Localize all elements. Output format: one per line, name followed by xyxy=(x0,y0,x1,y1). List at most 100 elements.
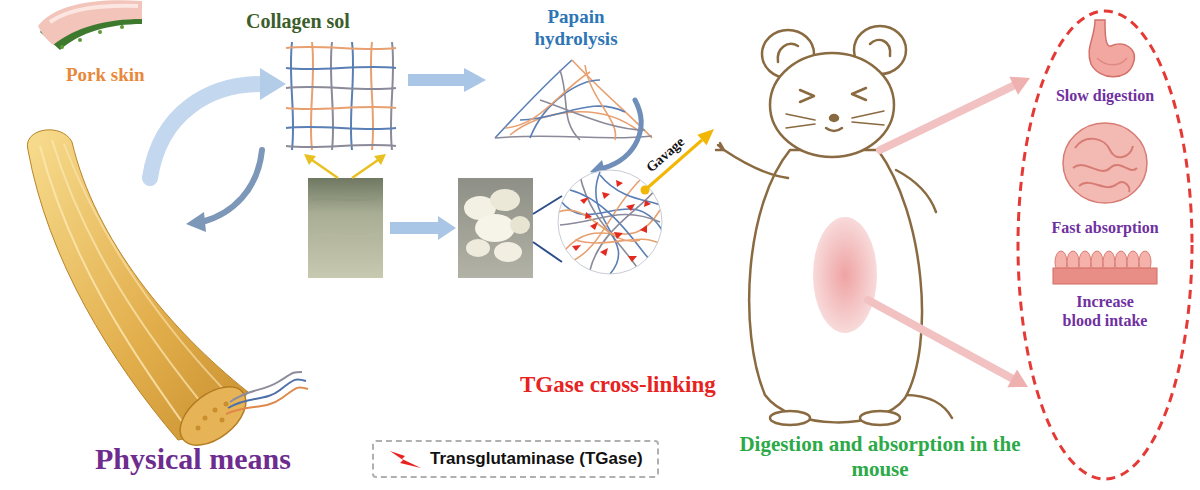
mouse-drawing xyxy=(724,150,788,178)
collagen-mesh xyxy=(331,42,333,150)
collagen-mesh xyxy=(286,42,396,150)
collagen-mesh xyxy=(286,127,396,129)
sample-photo xyxy=(494,242,522,262)
sample-photo xyxy=(308,178,383,278)
outcome-ellipse: Slow digestionFast absorptionIncrease bl… xyxy=(1015,8,1195,482)
process-arrow xyxy=(150,84,262,178)
crosslinked-network xyxy=(575,239,662,245)
crosslinked-network xyxy=(558,170,662,274)
source-label: Pork skin xyxy=(66,64,145,86)
crosslinked-network xyxy=(626,204,635,211)
process-arrow xyxy=(408,74,466,86)
fiber-bundle xyxy=(228,379,306,408)
mouse-drawing xyxy=(800,90,814,102)
sample-photo xyxy=(466,239,490,257)
crosslinked-network xyxy=(628,256,637,262)
intestine-icon xyxy=(1063,123,1147,203)
process-arrow xyxy=(186,212,206,232)
fiber-bundle xyxy=(224,402,229,407)
outcome-text: Fast absorption xyxy=(1051,218,1158,237)
hydrolysed-mesh xyxy=(505,72,590,128)
zoom-line xyxy=(533,196,562,214)
arrow-label: Gavage xyxy=(643,134,688,176)
process-arrow xyxy=(408,68,486,92)
gavage-arrow xyxy=(697,129,714,145)
crosslinked-network xyxy=(558,170,662,274)
crosslinked-network xyxy=(614,232,623,239)
zoom-line xyxy=(533,196,562,262)
legend-box: Transglutaminase (TGase) xyxy=(372,440,659,478)
collagen-mesh xyxy=(391,42,393,150)
process-arrow xyxy=(590,100,641,176)
outcome-text: Increase blood intake xyxy=(1059,292,1151,330)
crosslinked-network xyxy=(590,222,598,230)
collagen-mesh xyxy=(371,42,373,150)
process-arrow xyxy=(604,100,641,168)
pointer-arrow xyxy=(312,160,338,178)
stage-title: TGase cross-linking xyxy=(520,372,716,398)
fiber-bundle xyxy=(230,372,302,402)
result-arrow xyxy=(880,86,1014,150)
mouse-drawing xyxy=(786,111,884,128)
stomach-icon xyxy=(1089,20,1134,77)
collagen-mesh xyxy=(291,42,293,150)
mouse-drawing xyxy=(826,128,842,131)
result-arrow xyxy=(1007,370,1028,388)
mouse-drawing xyxy=(778,44,798,62)
process-arrow xyxy=(438,216,456,240)
collagen-mesh xyxy=(351,42,353,150)
fiber-bundle xyxy=(220,418,225,423)
crosslinked-network xyxy=(558,170,662,274)
sample-photo xyxy=(308,178,533,278)
hydrolysed-mesh xyxy=(510,112,640,135)
mouse-drawing xyxy=(770,53,894,157)
hydrolysed-mesh xyxy=(585,65,616,140)
process-arrow xyxy=(202,150,262,222)
zoom-line xyxy=(533,242,562,262)
crosslinked-network xyxy=(640,225,647,233)
crosslinked-network xyxy=(616,180,623,187)
mouse-drawing xyxy=(896,170,936,212)
pointer-arrow xyxy=(352,160,378,178)
lightning-icon xyxy=(388,448,422,470)
process-arrow xyxy=(150,68,286,232)
sample-photo xyxy=(490,189,520,211)
mouse-drawing xyxy=(870,40,890,56)
stomach-icon xyxy=(1097,58,1127,65)
fiber-bundle xyxy=(213,408,218,413)
hydrolysed-mesh xyxy=(495,60,652,140)
pointer-arrow xyxy=(374,154,386,165)
mouse-drawing xyxy=(860,411,900,425)
mouse-drawing xyxy=(852,88,866,100)
intestine-icon xyxy=(1079,182,1129,192)
stage-title: Collagen sol xyxy=(246,10,350,33)
process-arrow xyxy=(464,68,486,92)
fiber-bundle xyxy=(196,426,201,431)
result-arrow xyxy=(868,300,1012,378)
section-title: Digestion and absorption in the mouse xyxy=(715,432,1045,482)
sample-photo xyxy=(314,234,378,236)
pork-skin-picture xyxy=(98,30,102,34)
outcome-ellipse-outline xyxy=(1015,8,1195,482)
sample-photo xyxy=(458,178,533,278)
result-arrow xyxy=(1009,77,1030,95)
pointer-arrow xyxy=(304,154,316,165)
crosslinked-network xyxy=(572,245,581,251)
collagen-mesh xyxy=(286,87,396,89)
pork-skin-picture xyxy=(120,25,124,29)
crosslinked-network xyxy=(570,180,640,262)
villi-icon xyxy=(1053,251,1157,284)
pork-skin-picture xyxy=(50,6,138,22)
outcome-text: Slow digestion xyxy=(1056,86,1154,105)
collagen-mesh xyxy=(286,67,396,69)
villi-icon xyxy=(1053,268,1157,284)
crosslinked-network xyxy=(580,197,589,204)
process-arrow xyxy=(390,216,456,240)
gavage-arrow xyxy=(641,186,650,195)
collagen-mesh xyxy=(286,47,396,49)
process-arrow xyxy=(260,68,286,100)
mouse-drawing xyxy=(770,411,810,425)
intestine-icon xyxy=(1063,123,1147,203)
gavage-arrow xyxy=(641,129,715,195)
